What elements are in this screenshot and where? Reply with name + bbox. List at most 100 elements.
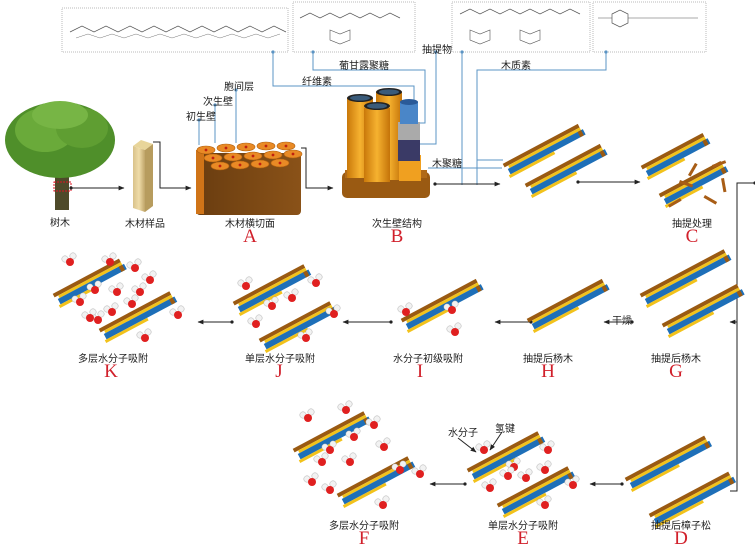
lignin-strand <box>502 123 580 168</box>
hydrogen-atom <box>333 304 341 312</box>
label-middle-lamella: 胞间层 <box>224 82 254 93</box>
hemicellulose-strand <box>264 304 333 344</box>
hydrogen-atom <box>525 468 533 476</box>
stage-label-G: 抽提后杨木 <box>651 354 701 365</box>
hemicellulose-strand <box>645 252 727 299</box>
oxygen-atom <box>304 414 312 422</box>
oxygen-atom <box>541 466 549 474</box>
hydrogen-atom <box>483 440 491 448</box>
oxygen-atom <box>380 443 388 451</box>
cellulose-strand <box>644 254 732 305</box>
fibril-bundle <box>466 431 546 483</box>
lignin-strand <box>98 291 172 333</box>
lignin-strand <box>232 264 306 306</box>
cellulose-structure <box>61 7 289 53</box>
fibril-bundle <box>52 258 127 308</box>
lignin-strand <box>658 160 723 198</box>
lumen-dot <box>291 152 295 156</box>
hemicellulose-strand <box>646 136 706 171</box>
oxygen-atom <box>106 258 114 266</box>
lumen-dot <box>211 156 215 160</box>
water-molecule <box>446 322 462 336</box>
lignin-strand <box>52 258 121 298</box>
cross-section-block <box>196 141 303 215</box>
hydrogen-atom <box>454 322 462 330</box>
hemicellulose-strand <box>630 463 680 492</box>
water-molecule <box>297 328 313 342</box>
annotation-hydrogen-bond: 氢键 <box>495 424 515 435</box>
water-molecule <box>374 495 390 509</box>
oxygen-atom <box>480 446 488 454</box>
hydrogen-atom <box>329 440 337 448</box>
oxygen-atom <box>131 264 139 272</box>
cellulose-strand <box>529 149 608 195</box>
hydrogen-atom <box>419 464 427 472</box>
stage-letter-F: F <box>358 528 370 549</box>
cellulose-strand <box>629 440 713 489</box>
hemicellulose-strand <box>645 278 698 308</box>
extractive-fragment <box>668 197 682 208</box>
cellulose-strand <box>103 296 178 340</box>
hemicellulose-strand <box>264 327 309 353</box>
lignin-strand <box>537 437 544 445</box>
water-molecule <box>101 252 117 266</box>
hydrogen-atom <box>382 495 390 503</box>
hemicellulose-strand <box>664 164 724 199</box>
oxygen-atom <box>308 478 316 486</box>
hemicellulose-strand <box>238 290 283 316</box>
hydrogen-atom <box>89 308 97 316</box>
lumen-dot <box>271 153 275 157</box>
oxygen-atom <box>252 320 260 328</box>
water-molecule <box>299 408 315 422</box>
water-molecule <box>237 276 253 290</box>
stage-label-C: 抽提处理 <box>672 219 712 230</box>
lignin-strand <box>720 167 727 175</box>
lignin-strand <box>577 130 584 138</box>
stage-label-I: 水分子初级吸附 <box>393 354 463 365</box>
stage-letter-D: D <box>674 528 688 549</box>
hemicellulose-strand <box>406 282 480 324</box>
cellulose-strand <box>666 289 745 335</box>
lignin-strand <box>303 270 310 278</box>
oxygen-atom <box>242 282 250 290</box>
oxygen-atom <box>326 446 334 454</box>
water-molecule <box>443 300 459 314</box>
water-molecule <box>131 282 147 296</box>
hemicellulose-strand <box>58 262 123 299</box>
oxygen-atom <box>94 316 102 324</box>
stage-label-K: 多层水分子吸附 <box>78 354 148 365</box>
water-molecule <box>103 302 119 316</box>
hydrogen-atom <box>547 440 555 448</box>
water-molecule <box>303 472 319 486</box>
glucomannan-structure <box>292 1 416 53</box>
hemicellulose-strand <box>654 475 732 519</box>
hydrogen-atom <box>116 282 124 290</box>
lumen-dot <box>224 146 228 150</box>
label-extractives: 抽提物 <box>422 45 452 56</box>
stage-letter-I: I <box>416 361 424 382</box>
stage-letter-G: G <box>669 361 683 382</box>
lumen-dot <box>238 163 242 167</box>
hydrogen-atom <box>94 280 102 288</box>
lignin-strand <box>702 139 709 147</box>
cellulose-strand <box>507 129 586 175</box>
stage-letter-A: A <box>243 226 257 247</box>
hydrogen-atom <box>144 328 152 336</box>
fibril-bundle <box>98 291 178 343</box>
hydrogen-atom <box>131 294 139 302</box>
lumen-dot <box>244 145 248 149</box>
lumen-dot <box>231 155 235 159</box>
water-molecule <box>391 460 407 474</box>
hydrogen-atom <box>329 480 337 488</box>
fibril-bundle <box>400 278 484 333</box>
lignin-strand <box>723 255 730 263</box>
stage-letter-B: B <box>390 226 404 247</box>
xylan-structure <box>451 1 591 53</box>
hemicellulose-strand <box>508 127 582 169</box>
hemicellulose-strand <box>532 306 580 333</box>
cellulose-strand <box>531 284 610 330</box>
lignin-strand <box>258 301 332 343</box>
hemicellulose-strand <box>104 317 149 343</box>
oxygen-atom <box>522 474 530 482</box>
